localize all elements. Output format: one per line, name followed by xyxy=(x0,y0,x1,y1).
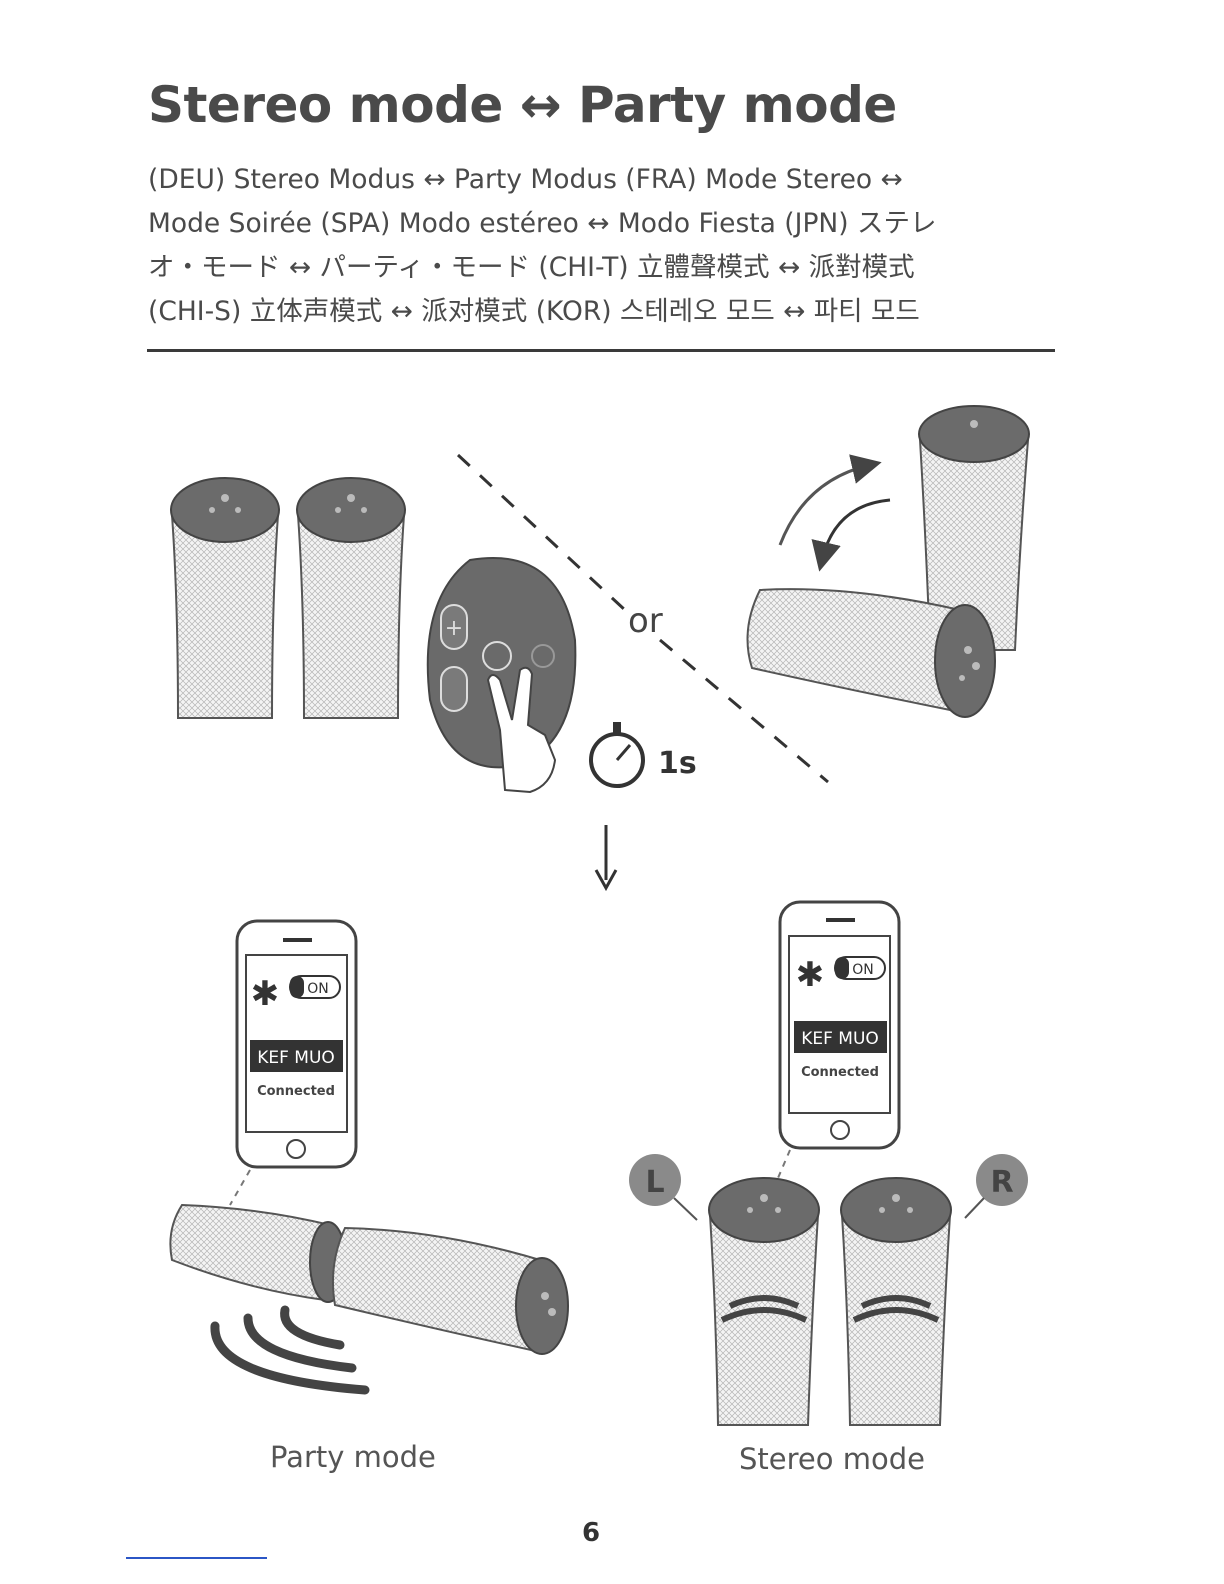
timer-label: 1s xyxy=(658,746,697,781)
speaker-stereo-left xyxy=(709,1178,819,1425)
left-channel-badge: L xyxy=(629,1154,697,1220)
svg-text:R: R xyxy=(990,1165,1013,1200)
page-number: 6 xyxy=(582,1518,600,1548)
phone-stereo: ✱ ON KEF MUO Connected xyxy=(780,902,899,1148)
connection-status: Connected xyxy=(257,1084,335,1099)
phone-party: ✱ ON KEF MUO Connected xyxy=(237,921,356,1167)
speaker-upright-right xyxy=(297,478,405,718)
speaker-lying-party-left xyxy=(170,1205,346,1302)
svg-text:L: L xyxy=(645,1165,664,1200)
speaker-lying-topright xyxy=(748,589,996,717)
down-arrow-icon xyxy=(596,825,616,888)
right-channel-badge: R xyxy=(965,1154,1028,1218)
caption-party-mode: Party mode xyxy=(270,1440,436,1474)
rotate-arrows-icon xyxy=(780,465,890,560)
speaker-upright-left xyxy=(171,478,279,718)
device-name: KEF MUO xyxy=(801,1029,879,1049)
bluetooth-icon: ✱ xyxy=(796,955,825,995)
toggle-on-label: ON xyxy=(307,981,329,997)
speaker-lying-party-right xyxy=(333,1228,568,1354)
stopwatch-icon xyxy=(591,722,643,786)
toggle-on-label: ON xyxy=(852,962,874,978)
connection-status: Connected xyxy=(801,1065,879,1080)
speaker-stereo-right xyxy=(841,1178,951,1425)
or-label: or xyxy=(628,601,663,641)
sound-waves-icon xyxy=(215,1310,365,1390)
footer-line xyxy=(126,1557,267,1559)
caption-stereo-mode: Stereo mode xyxy=(739,1442,925,1476)
svg-text:+: + xyxy=(445,616,463,641)
device-name: KEF MUO xyxy=(257,1048,335,1068)
bluetooth-icon: ✱ xyxy=(251,974,280,1014)
